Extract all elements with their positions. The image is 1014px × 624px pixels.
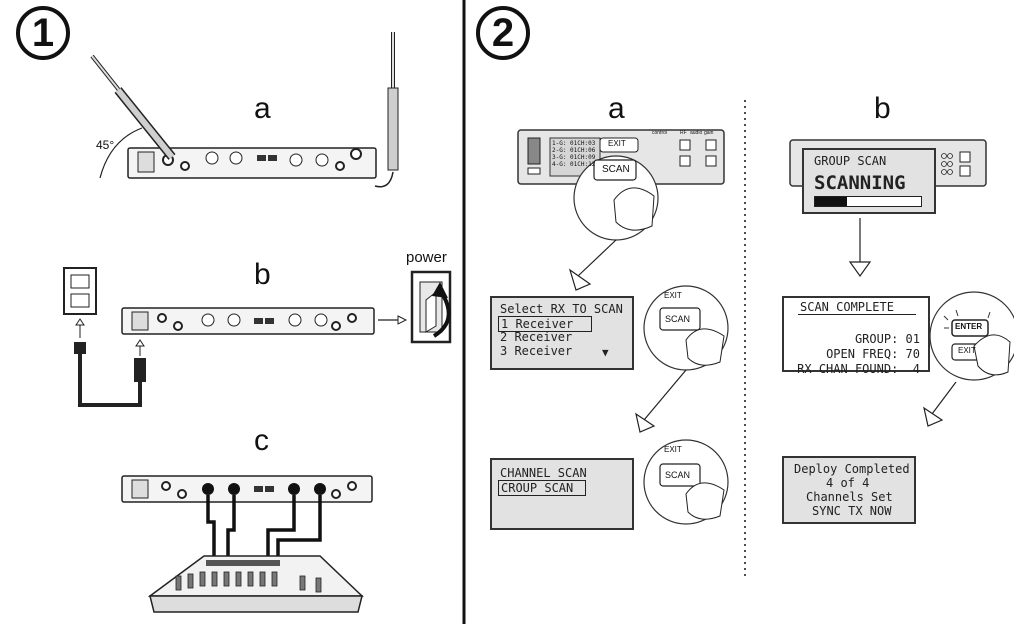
exit-button-zoom-1[interactable]: EXIT — [664, 291, 682, 300]
select-rx-item-1[interactable]: 1 Receiver — [498, 316, 592, 332]
xlr-cables — [206, 495, 322, 566]
receiver-display-line: 1-G: 01CH:03 — [552, 140, 596, 147]
receiver-display-line: 4-G: 01CH:12 — [552, 161, 596, 168]
angle-label: 45° — [96, 138, 115, 152]
step-2b-label: b — [874, 92, 891, 125]
power-switch — [410, 270, 452, 344]
receiver-display: 1-G: 01CH:03 2-G: 01CH:06 3-G: 01CH:09 4… — [552, 140, 595, 168]
scan-button-2[interactable]: SCAN — [665, 314, 691, 324]
deploy-line-2: 4 of 4 — [826, 476, 870, 490]
scan-button-3[interactable]: SCAN — [665, 470, 691, 480]
deploy-line-4: SYNC TX NOW — [812, 504, 892, 518]
group-scan-title: GROUP SCAN — [814, 154, 887, 168]
arrow-down-1 — [568, 268, 592, 291]
receiver-display-line: 3-G: 01CH:09 — [552, 154, 596, 161]
scan-type-channel[interactable]: CHANNEL SCAN — [500, 466, 587, 480]
mixer — [147, 555, 364, 613]
step-1a-label: a — [254, 92, 271, 125]
receiver-display-line: 2-G: 01CH:06 — [552, 147, 596, 154]
exit-button-zoom-2[interactable]: EXIT — [664, 445, 682, 454]
deploy-line-3: Channels Set — [806, 490, 893, 504]
antenna-left — [90, 54, 176, 160]
angle-arc — [99, 127, 143, 179]
receiver-1b — [121, 307, 375, 335]
enter-button[interactable]: ENTER — [955, 322, 983, 331]
step-2a-label: a — [608, 92, 625, 125]
open-freq-label: OPEN FREQ: — [826, 347, 899, 361]
arrow-down-4 — [923, 406, 944, 427]
zoom-circle-scan-2 — [643, 285, 729, 371]
open-freq-value: 70 — [905, 347, 920, 361]
arrow-down-3 — [848, 261, 872, 278]
receiver-1a — [127, 147, 377, 179]
step-1b-label: b — [254, 258, 271, 291]
scan-progress-bar — [814, 196, 922, 207]
scan-progress-fill — [815, 197, 847, 206]
scan-button-1[interactable]: SCAN — [602, 164, 630, 175]
group-row: GROUP: 01 — [826, 318, 920, 360]
zoom-circle-enter — [929, 291, 1014, 381]
power-label: power — [406, 249, 447, 266]
scroll-down-icon: ▼ — [602, 346, 609, 359]
zoom-circle-scan-3 — [643, 439, 729, 525]
deploy-line-1: Deploy Completed — [794, 462, 910, 476]
select-rx-screen: Select RX TO SCAN 1 Receiver 2 Receiver … — [490, 296, 634, 370]
group-scan-screen: GROUP SCAN SCANNING — [802, 148, 936, 214]
arrow-down-2 — [635, 412, 656, 433]
exit-button-zoom-3[interactable]: EXIT — [958, 346, 976, 355]
rx-chan-label: RX CHAN FOUND: — [797, 362, 899, 376]
select-rx-title: Select RX TO SCAN — [500, 302, 623, 316]
scan-complete-title: SCAN COMPLETE — [800, 300, 894, 314]
scan-type-group[interactable]: CROUP SCAN — [498, 480, 586, 496]
open-freq-row: OPEN FREQ: 70 — [797, 333, 920, 375]
step-1c-label: c — [254, 424, 269, 457]
select-rx-item-2[interactable]: 2 Receiver — [500, 330, 573, 344]
zoom-circle-scan-1 — [573, 155, 659, 241]
group-value: 01 — [905, 332, 920, 346]
exit-button-top[interactable]: EXIT — [608, 139, 626, 148]
scan-type-screen: CHANNEL SCAN CROUP SCAN — [490, 458, 634, 530]
panel-label-audio: audio — [690, 130, 703, 136]
step-2-badge: 2 — [476, 6, 530, 60]
panel-label-gain: gain — [704, 130, 714, 136]
group-label: GROUP: — [854, 332, 899, 346]
power-cable — [74, 342, 146, 407]
wall-outlet — [63, 267, 97, 315]
receiver-1c — [121, 475, 373, 503]
scanning-status: SCANNING — [814, 172, 906, 194]
antenna-right — [374, 32, 399, 188]
panel-label-control: control — [652, 130, 668, 136]
rx-chan-value: 4 — [912, 362, 920, 376]
rx-chan-row: RX CHAN FOUND: 4 — [768, 348, 920, 390]
step-1-badge: 1 — [16, 6, 70, 60]
scan-complete-screen: SCAN COMPLETE GROUP: 01 OPEN FREQ: 70 RX… — [782, 296, 930, 376]
deploy-screen: Deploy Completed 4 of 4 Channels Set SYN… — [782, 456, 916, 524]
panel-label-rf: RF — [680, 130, 687, 136]
select-rx-item-3[interactable]: 3 Receiver — [500, 344, 573, 358]
